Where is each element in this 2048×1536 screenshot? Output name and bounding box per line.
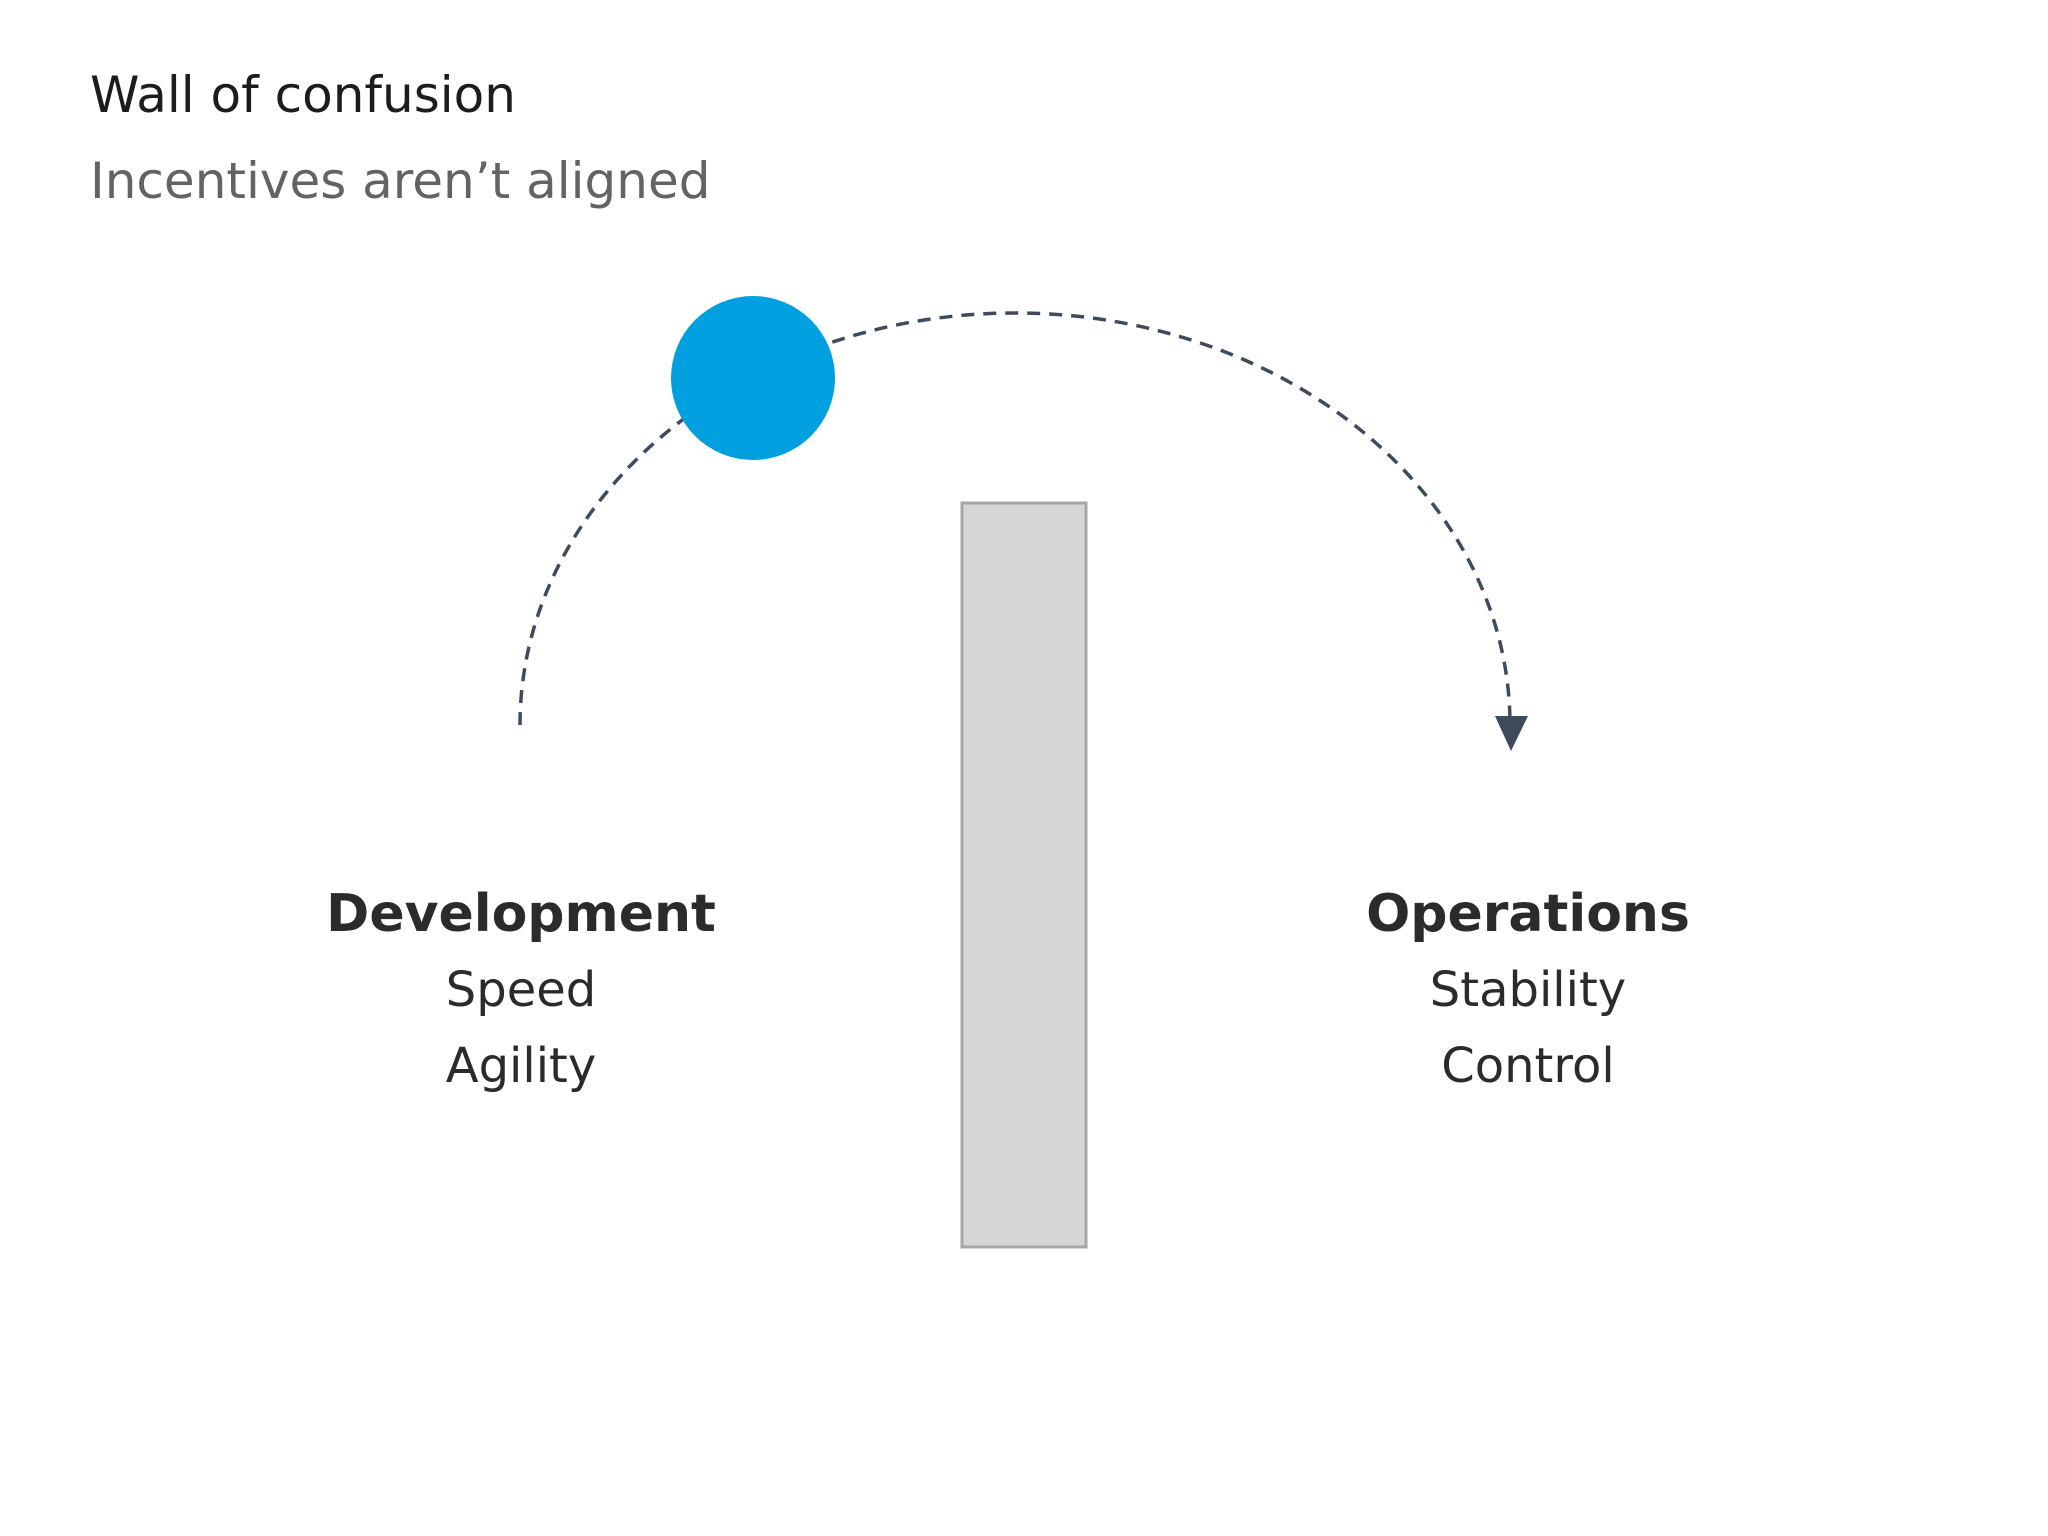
- operations-label-group: Operations Stability Control: [1366, 876, 1690, 1104]
- development-item-agility: Agility: [445, 1038, 597, 1094]
- development-heading: Development: [326, 884, 716, 944]
- operations-heading: Operations: [1366, 884, 1690, 944]
- ball: [671, 296, 835, 460]
- wall: [960, 501, 1088, 1249]
- page-subtitle: Incentives aren’t aligned: [90, 152, 711, 210]
- development-item-speed: Speed: [445, 962, 597, 1018]
- operations-item-stability: Stability: [1429, 962, 1627, 1018]
- trajectory-arc: [518, 311, 1512, 726]
- arrowhead-icon: [1495, 716, 1528, 751]
- operations-item-control: Control: [1441, 1038, 1615, 1094]
- development-label-group: Development Speed Agility: [326, 876, 716, 1104]
- page-title: Wall of confusion: [90, 66, 516, 124]
